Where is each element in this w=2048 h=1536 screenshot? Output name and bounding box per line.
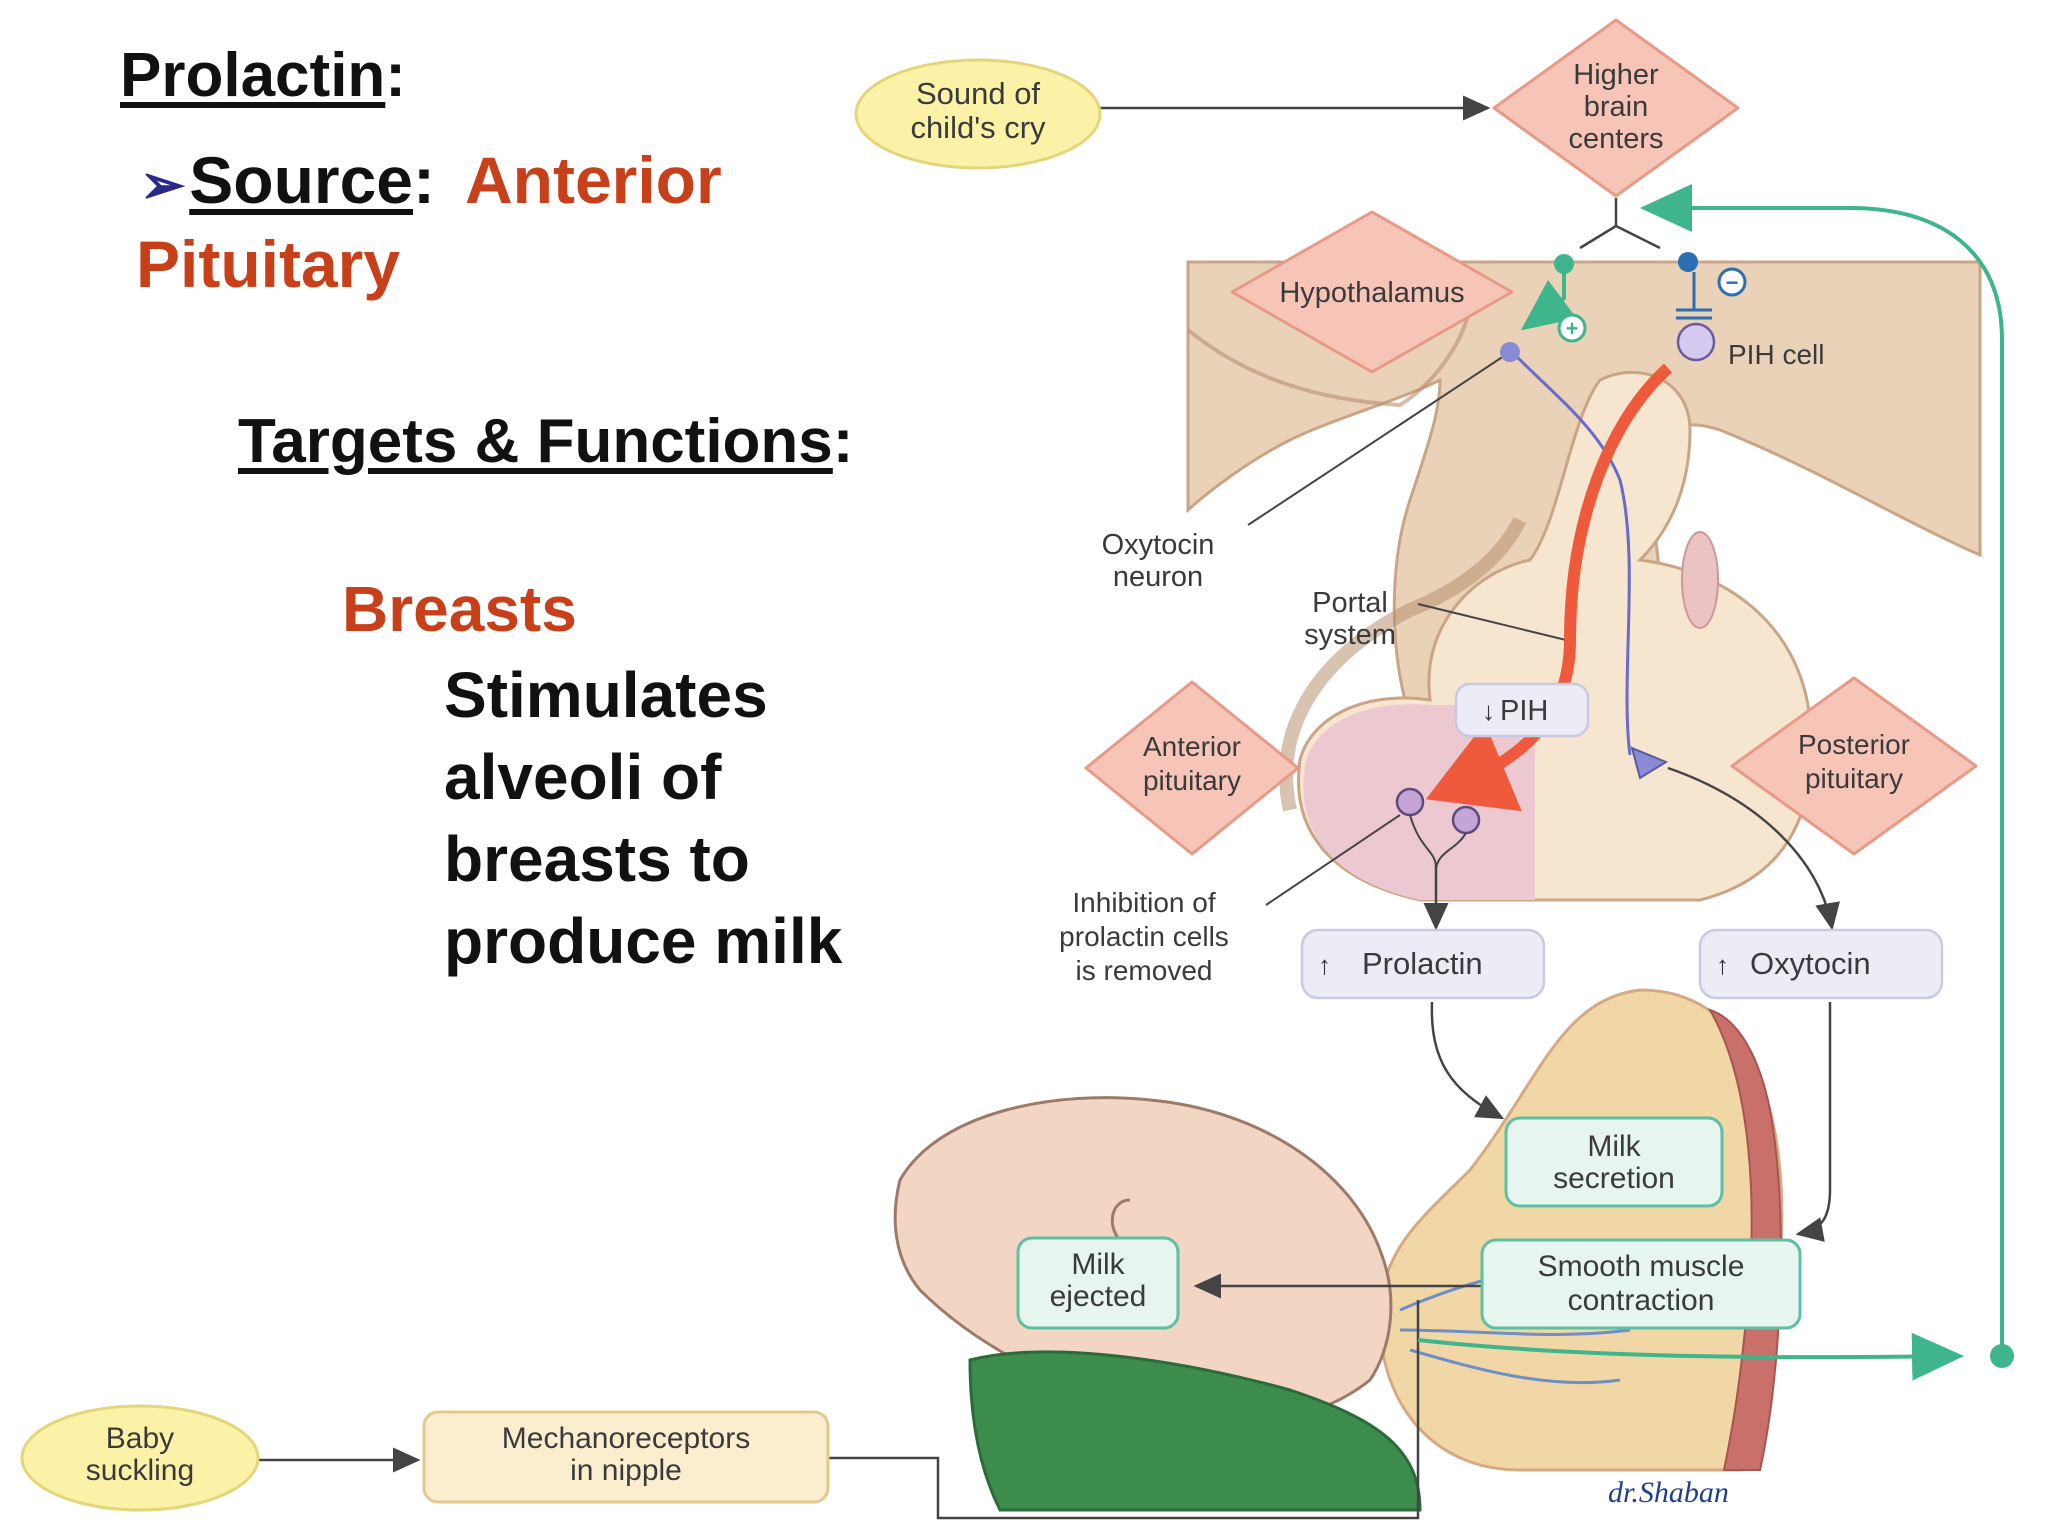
source-value: Anterior (464, 143, 722, 217)
mechanoreceptors-label: in nipple (570, 1454, 682, 1487)
milk-secretion-label: Milk (1587, 1130, 1641, 1163)
hypothalamus-fold (1186, 299, 1472, 408)
higher-brain-centers-node: Higher brain centers (1492, 18, 1740, 198)
inhibition-label: Inhibition of (1072, 887, 1215, 918)
oxytocin-axon (1510, 350, 1632, 756)
higher-brain-line: Higher (1573, 59, 1659, 91)
baby-suckling-label: Baby (106, 1422, 174, 1455)
higher-brain-line: centers (1568, 123, 1663, 155)
source-line: ➢Source: Anterior (140, 142, 722, 218)
milk-ejected-label: ejected (1050, 1280, 1147, 1313)
baby-blanket (968, 1350, 1422, 1512)
prolactin-cell-icon (1451, 805, 1481, 835)
inhibition-leader (1265, 814, 1401, 906)
source-label: Source (189, 143, 413, 217)
baby-suckling-node: Baby suckling (20, 1404, 260, 1512)
plus-sign-text: + (1566, 316, 1579, 341)
pih-box-label: PIH (1500, 695, 1548, 727)
function-line: produce milk (444, 905, 843, 977)
mechanoreceptors-label: Mechanoreceptors (502, 1422, 750, 1455)
sound-of-cry-node: Sound of child's cry (854, 58, 1102, 170)
credit-text: dr.Shaban (1608, 1476, 1729, 1509)
green-synapse-icon (1554, 254, 1574, 274)
prolactin-cell-stalk (1409, 814, 1467, 869)
minus-sign-icon (1717, 267, 1747, 297)
posterior-pituitary-label: Posterior (1798, 729, 1910, 760)
down-arrow-icon: ↓ (1482, 696, 1495, 726)
pih-inhibition-arrow (1425, 363, 1673, 812)
sound-cry-line: Sound of (916, 76, 1040, 111)
anterior-pituitary-node: Anterior pituitary (1084, 680, 1300, 856)
function-line: Stimulates (444, 659, 768, 731)
breast (1378, 988, 1784, 1472)
sound-cry-line: child's cry (910, 110, 1046, 145)
brain-branch (1579, 198, 1661, 250)
oxytocin-box: ↑ Oxytocin (1698, 928, 1944, 1000)
to-oxytocin-arrow (1667, 766, 1840, 931)
anterior-pituitary-label: Anterior (1143, 731, 1241, 762)
smooth-muscle-label: Smooth muscle (1538, 1250, 1745, 1283)
milk-ejected-box: Milk ejected (1016, 1236, 1180, 1330)
posterior-pituitary-label: pituitary (1805, 763, 1903, 794)
target-name: Breasts (342, 573, 577, 645)
slide-title: Prolactin: (120, 40, 406, 111)
blue-synapse-icon (1678, 252, 1698, 272)
plus-sign-icon (1557, 313, 1587, 343)
mechano-to-nipple-line (828, 1300, 1420, 1520)
portal-leader (1417, 603, 1567, 641)
prolactin-to-secretion (1430, 1001, 1505, 1120)
oxytocin-box-label: Oxytocin (1750, 946, 1871, 981)
prolactin-box: ↑ Prolactin (1300, 928, 1546, 1000)
hypothalamus-node: Hypothalamus (1230, 210, 1514, 374)
higher-brain-line: brain (1584, 91, 1649, 123)
up-arrow-icon: ↑ (1318, 950, 1331, 980)
neural-feedback-arrow (1417, 1332, 1964, 1381)
pih-box: ↓ PIH (1454, 682, 1590, 738)
baby-suckling-label: suckling (86, 1454, 194, 1487)
pih-cell-icon (1676, 322, 1716, 362)
smooth-muscle-label: contraction (1568, 1284, 1715, 1317)
oxytocin-terminal-icon (1630, 746, 1669, 780)
posterior-pituitary-node: Posterior pituitary (1730, 676, 1978, 856)
targets-colon: : (832, 407, 854, 476)
pituitary-outer-ridge (1279, 516, 1527, 812)
oxytocin-neuron-leader (1247, 351, 1511, 526)
hypothalamus-label: Hypothalamus (1279, 277, 1464, 309)
function-text: Stimulates alveoli of breasts to produce… (444, 654, 964, 982)
minus-sign-text: − (1726, 270, 1739, 295)
function-line: alveoli of (444, 741, 722, 813)
source-value-continued: Pituitary (136, 227, 401, 301)
anterior-pituitary-label: pituitary (1143, 765, 1241, 796)
milk-ejected-label: Milk (1071, 1248, 1125, 1281)
prolactin-box-label: Prolactin (1362, 946, 1483, 981)
green-to-oxytocin-neuron (1520, 266, 1577, 331)
milk-secretion-label: secretion (1553, 1162, 1675, 1195)
inhibition-label: prolactin cells (1059, 921, 1229, 952)
spinal-synapse-icon (1990, 1344, 2014, 1368)
title-colon: : (385, 41, 406, 110)
arrow-bullet-icon: ➢ (140, 155, 186, 215)
oxytocin-neuron-label: neuron (1113, 561, 1203, 593)
spinal-ascending-arrow (1640, 184, 2004, 1356)
smooth-muscle-box: Smooth muscle contraction (1480, 1238, 1802, 1330)
oxytocin-neuron-label: Oxytocin (1102, 529, 1215, 561)
pih-cell-label: PIH cell (1728, 339, 1824, 370)
milk-secretion-box: Milk secretion (1504, 1116, 1724, 1208)
targets-label: Targets & Functions (238, 407, 833, 476)
brain-ellipse-detail (1681, 531, 1719, 629)
inhibition-label: is removed (1076, 955, 1213, 986)
oxytocin-to-contraction (1795, 1002, 1832, 1242)
oxytocin-neuron-cell-icon (1500, 342, 1520, 362)
function-line: breasts to (444, 823, 750, 895)
source-colon: : (413, 143, 435, 217)
portal-system-label: system (1304, 619, 1396, 651)
portal-system-label: Portal (1312, 587, 1388, 619)
title-text: Prolactin (120, 41, 386, 110)
prolactin-cell-icon (1395, 787, 1425, 817)
up-arrow-icon: ↑ (1716, 950, 1729, 980)
targets-heading: Targets & Functions: (238, 406, 853, 477)
mechanoreceptors-box: Mechanoreceptors in nipple (422, 1410, 830, 1504)
